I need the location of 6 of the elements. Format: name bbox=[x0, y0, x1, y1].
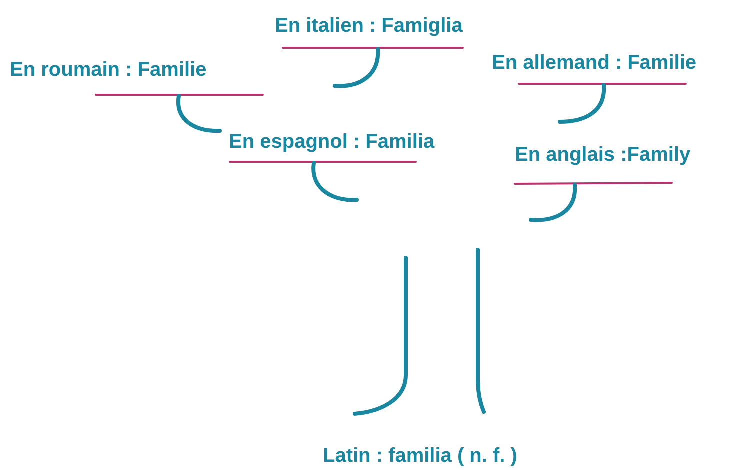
language-label: En espagnol : Familia bbox=[229, 130, 435, 154]
language-label: En roumain : Familie bbox=[10, 58, 207, 82]
language-label: Latin : familia ( n. f. ) bbox=[323, 444, 518, 468]
language-label: En italien : Famiglia bbox=[275, 14, 463, 38]
language-label: En allemand : Familie bbox=[492, 51, 697, 75]
language-label: En anglais :Family bbox=[515, 143, 691, 167]
